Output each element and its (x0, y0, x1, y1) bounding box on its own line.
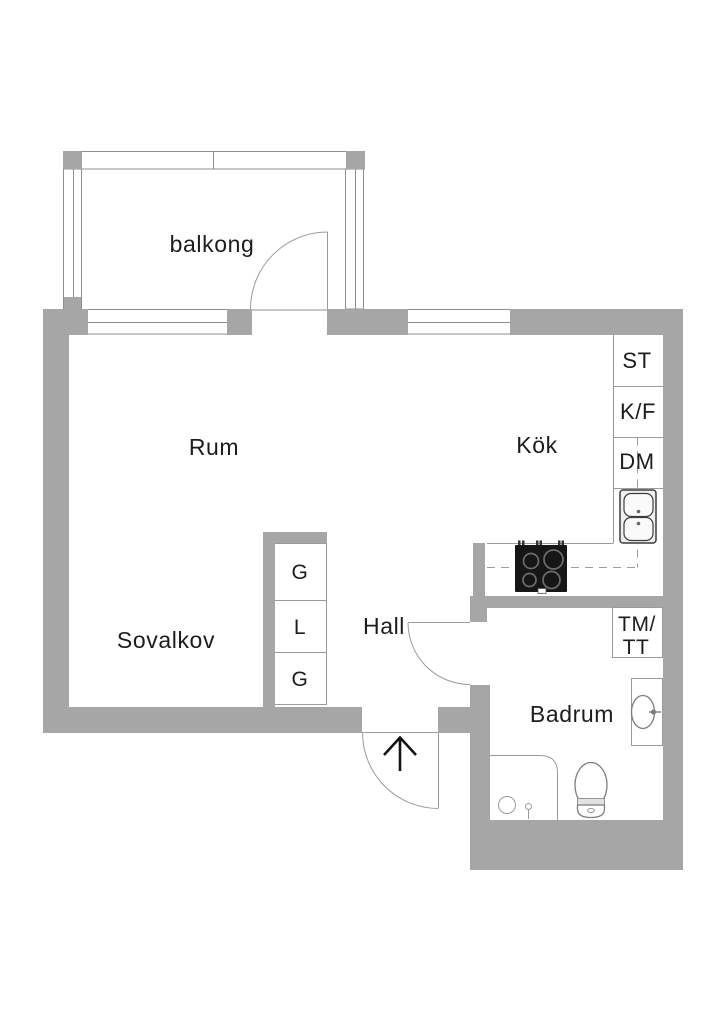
room-label-balcony: balkong (170, 231, 255, 257)
wall-top-left (43, 309, 88, 335)
wall-closet-cap (263, 532, 327, 543)
wall-top-pier (227, 309, 252, 335)
windows (88, 309, 510, 335)
window-glyph (408, 309, 510, 335)
wall-closet (263, 532, 275, 707)
room-label-sleeping-alcove: Sovalkov (117, 627, 215, 653)
door-swing-arc (407, 622, 471, 685)
entrance-door (362, 732, 439, 809)
shower-icon (490, 755, 558, 820)
door-swing-arc (250, 231, 328, 310)
unit-label-tall-cabinet: ST (622, 348, 651, 373)
sink-icon (619, 489, 657, 544)
stove-icon (515, 540, 567, 594)
wall-top-mid (327, 309, 408, 335)
closet-label-linen: L (294, 616, 306, 639)
closet-label-wardrobe-top: G (292, 561, 309, 584)
balcony-railing (63, 151, 365, 310)
room-label-hall: Hall (363, 613, 405, 639)
unit-label-dishwasher: DM (619, 449, 654, 474)
room-label-main-room: Rum (189, 434, 239, 460)
room-label-bathroom: Badrum (530, 701, 614, 727)
entrance-arrow-icon (383, 735, 417, 771)
room-label-kitchen: Kök (516, 432, 557, 458)
wall-hall-kitchen (473, 543, 485, 603)
balcony-door (250, 231, 328, 310)
wall-kitchen-bathroom (473, 596, 663, 608)
wall-left-outer (43, 309, 69, 733)
walls (43, 309, 683, 870)
door-swing-arc (362, 732, 439, 809)
unit-label-washer-dryer-line1: TM/ (618, 613, 656, 636)
bathroom-door (407, 622, 471, 685)
toilet-icon (574, 761, 608, 819)
washbasin-icon (630, 678, 663, 746)
unit-label-washer-dryer-line2: TT (623, 636, 650, 659)
wall-bathroom-door-jamb (470, 596, 487, 622)
hall-closet-grid (275, 543, 327, 705)
wall-right-outer (663, 309, 683, 870)
unit-label-fridge-freezer: K/F (620, 399, 656, 424)
wall-bathroom-bottom (470, 820, 683, 870)
washer-dryer-box (612, 607, 663, 658)
closet-label-wardrobe-bottom: G (292, 668, 309, 691)
window-glyph (88, 309, 227, 335)
wall-bottom-left (43, 707, 362, 733)
wall-top-right (510, 309, 683, 335)
